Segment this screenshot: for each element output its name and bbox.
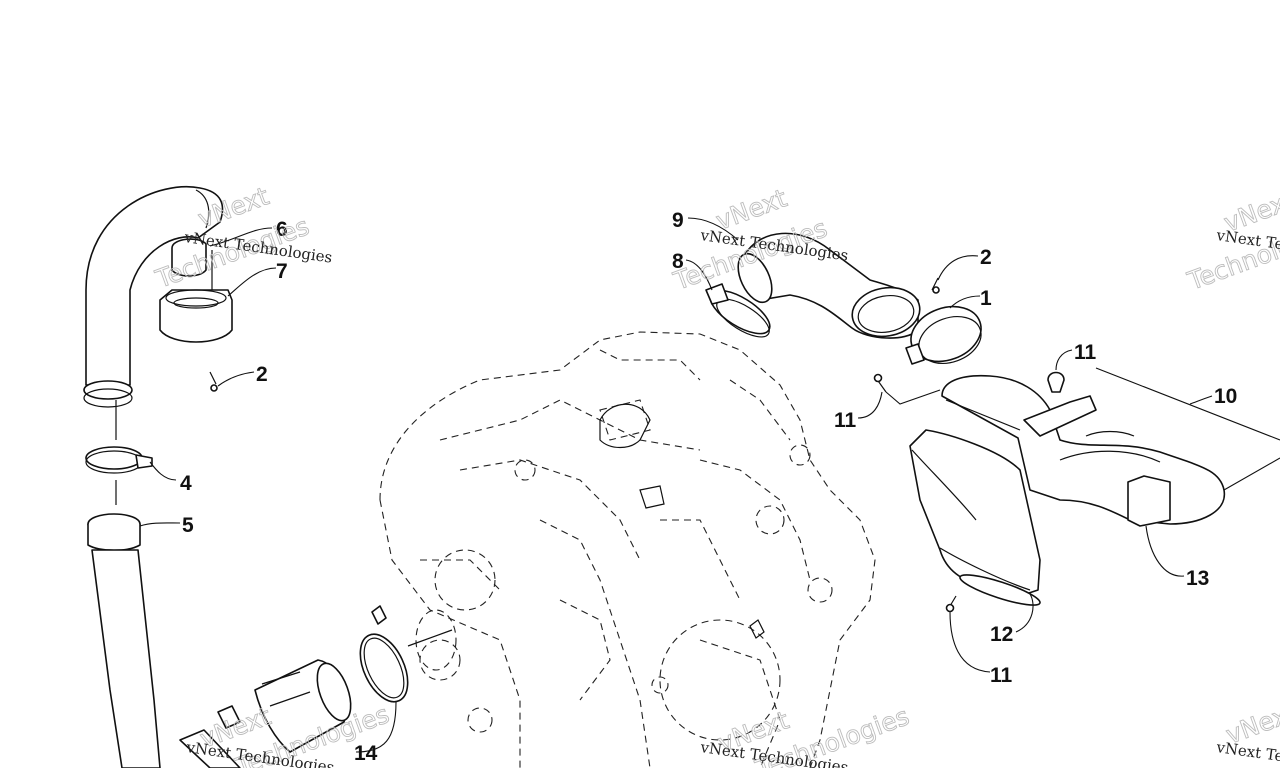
callout-1: 1 bbox=[980, 287, 992, 310]
engine-outline bbox=[379, 331, 876, 768]
throttle-body-coupler bbox=[217, 605, 457, 753]
air-intake-elbow bbox=[705, 232, 982, 365]
callout-6: 6 bbox=[276, 218, 288, 241]
leader-lines bbox=[139, 217, 1213, 753]
callout-13: 13 bbox=[1186, 567, 1209, 590]
callout-11-bottom: 11 bbox=[990, 664, 1013, 687]
callout-11-mid: 11 bbox=[834, 409, 857, 432]
air-box-assembly bbox=[873, 367, 1280, 613]
callout-9: 9 bbox=[672, 209, 684, 232]
callout-labels: 1 2 2 4 5 6 7 8 9 10 11 11 11 12 13 14 bbox=[180, 209, 1237, 765]
callout-2-right: 2 bbox=[980, 246, 992, 269]
watermark-6: vNext vNext Technologies bbox=[1214, 697, 1280, 768]
callout-5: 5 bbox=[182, 514, 194, 537]
left-intake-duct bbox=[83, 186, 241, 768]
callout-12: 12 bbox=[990, 623, 1013, 646]
callout-10: 10 bbox=[1214, 385, 1237, 408]
watermark-5: vNext Technologies vNext Technologies bbox=[698, 701, 913, 768]
callout-8: 8 bbox=[672, 250, 684, 273]
watermark-6-text: vNext Technologies bbox=[1214, 738, 1280, 768]
watermark-3: vNext Technologies vNext Technologies bbox=[1183, 185, 1280, 297]
callout-2-left: 2 bbox=[256, 363, 268, 386]
callout-7: 7 bbox=[276, 260, 288, 283]
callout-14: 14 bbox=[354, 742, 378, 765]
callout-4: 4 bbox=[180, 472, 192, 495]
callout-11-top: 11 bbox=[1074, 341, 1097, 364]
